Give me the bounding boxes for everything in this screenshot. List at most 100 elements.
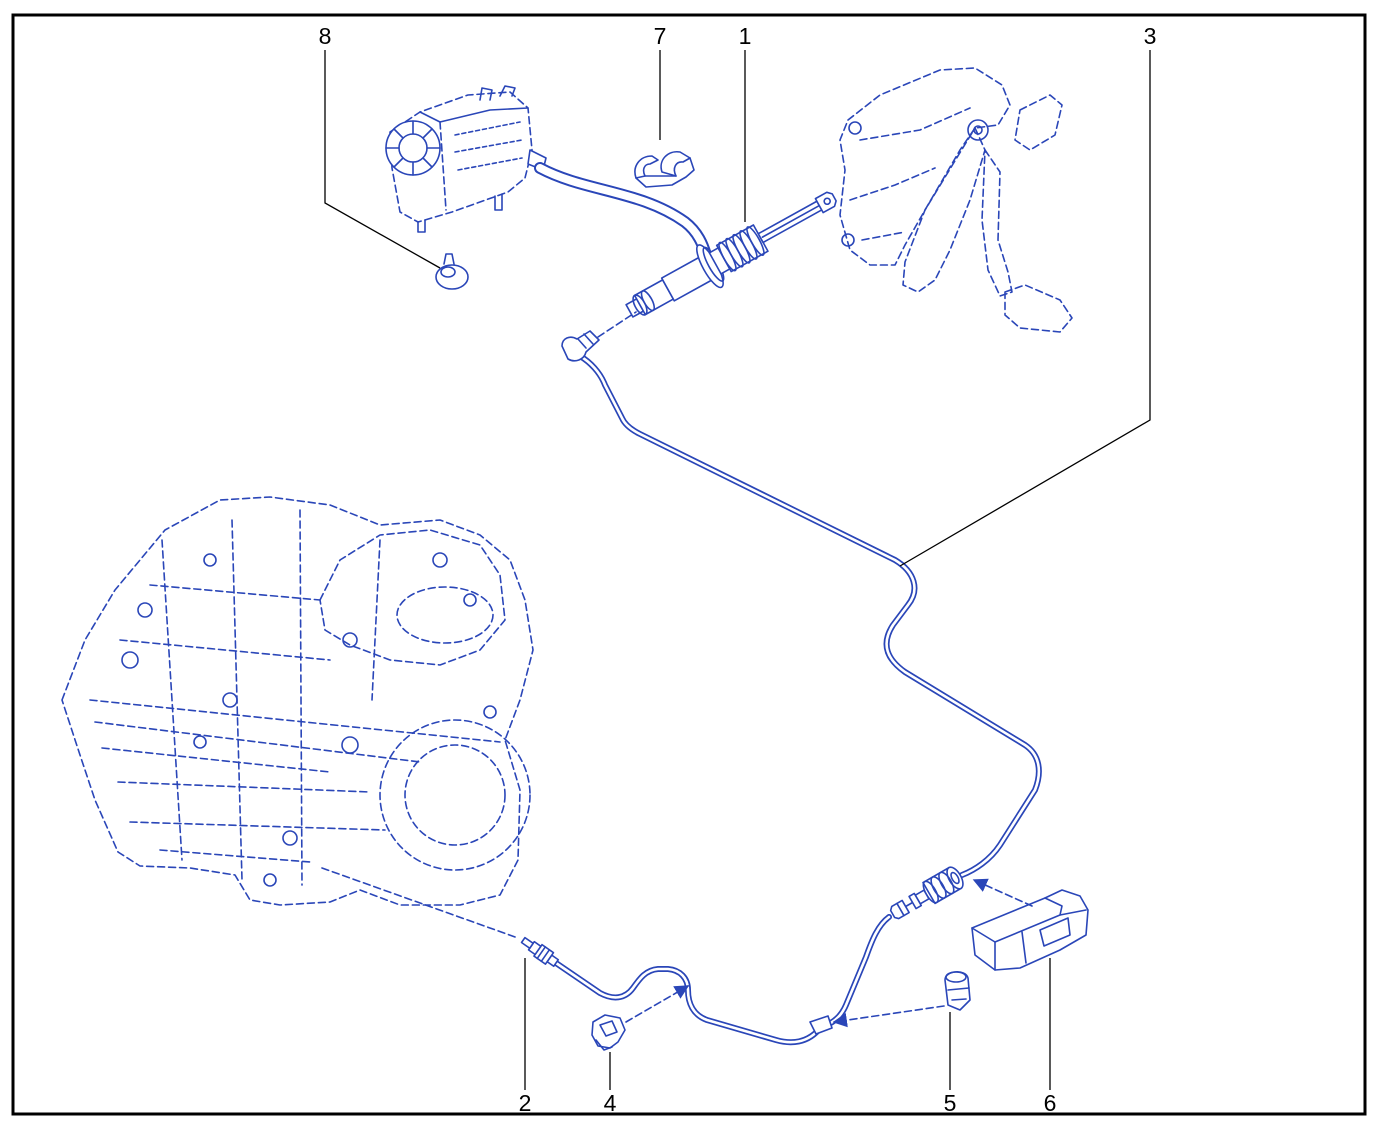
gearbox-bolt [341, 736, 359, 754]
callout-number: 7 [654, 23, 667, 49]
gearbox-rib [129, 821, 386, 831]
gearbox-bolt [222, 692, 238, 708]
gearbox-rib [149, 584, 321, 601]
pipe-bracket [971, 889, 1089, 971]
reservoir-cap-ribs [385, 120, 441, 176]
reservoir-tab [499, 85, 516, 97]
clutch-pedal-arm [981, 149, 1013, 297]
clip-ribs [947, 987, 970, 1001]
hose-clips [634, 150, 695, 188]
gearbox-top-cover [396, 586, 494, 644]
diagram-frame [11, 13, 1367, 1116]
pedal-pivot-pin [973, 125, 983, 135]
pipe-elbow-fitting [561, 330, 600, 362]
callout-number: 6 [1044, 1090, 1057, 1116]
reservoir-top-edge [419, 107, 529, 123]
slave-assembly-line [321, 867, 519, 939]
bellhousing-outer [379, 719, 531, 871]
bracket-assembly-arrow [972, 878, 1033, 907]
gearbox-rib [119, 639, 331, 661]
gearbox-rib [159, 849, 311, 863]
gearbox-web [299, 509, 303, 886]
grommet-flange [435, 264, 469, 290]
gearbox-bolt [432, 552, 448, 568]
pedal-bracket-edge [861, 231, 906, 241]
reservoir-rib [454, 121, 521, 136]
clip-5-assembly-arrow [832, 1005, 945, 1028]
callout-number: 2 [519, 1090, 532, 1116]
lower-pipe-inner [554, 915, 891, 1044]
upper-pedal-pad [1014, 94, 1063, 151]
clip-head [595, 1039, 613, 1051]
gearbox-outline [61, 496, 534, 906]
pipe-clip-5 [944, 971, 971, 1011]
pushrod-centerline [761, 205, 820, 238]
gearbox-rib [117, 781, 371, 793]
supply-hose [534, 162, 712, 261]
pushrod-clevis [814, 191, 837, 214]
clevis-pin-hole [823, 197, 831, 206]
hose-clip [634, 155, 659, 179]
bracket-slot [1039, 917, 1071, 947]
pipe-clip-4 [591, 1014, 626, 1051]
clutch-pedal-pad [1004, 284, 1073, 333]
reservoir-rib [457, 157, 523, 171]
gearbox-rib [101, 747, 331, 773]
callout-numbers: 8 7 1 3 2 4 5 6 [319, 23, 1157, 1116]
supply-hose-inner [536, 164, 710, 259]
boot-rib [746, 226, 765, 256]
grommet [435, 253, 469, 290]
gearbox-bolt [282, 830, 298, 846]
callout-number: 4 [604, 1090, 617, 1116]
callout-number: 3 [1144, 23, 1157, 49]
pedal-bracket-bolt [841, 233, 855, 247]
bracket-fold [971, 909, 1087, 943]
master-cylinder-assembly-line [597, 311, 637, 338]
hydraulic-pipe [577, 353, 1042, 878]
reservoir-tab [479, 87, 493, 101]
gearbox-bolt [137, 602, 153, 618]
assembly-arrows [321, 311, 1033, 1028]
lower-hydraulic-pipe [553, 914, 892, 1046]
callout-number: 5 [944, 1090, 957, 1116]
gearbox-web [371, 539, 381, 701]
clip-slot [599, 1020, 618, 1037]
damper-rib [938, 871, 955, 895]
callout-number: 8 [319, 23, 332, 49]
connector-tip [520, 936, 534, 950]
elbow-nut-lines [577, 333, 594, 349]
reservoir-side-edge [439, 121, 447, 211]
damper-gap [905, 902, 913, 907]
gearbox-web [161, 539, 183, 861]
gearbox-bolt [193, 735, 207, 749]
pedal-bracket-edge [859, 107, 971, 141]
pedal-assembly [839, 67, 1073, 333]
leader-line-8 [324, 50, 441, 269]
damper-nut [908, 892, 923, 910]
clip-top [945, 971, 967, 983]
gearbox-housing-outline [61, 496, 534, 906]
damper-bore [950, 871, 960, 885]
hose-clip [660, 150, 691, 177]
gearbox-rib [94, 721, 421, 763]
pipe-nut-edge [896, 902, 905, 917]
bellhousing-inner [404, 744, 506, 846]
pedal-pivot [967, 119, 989, 141]
bracket-body [971, 889, 1089, 971]
pedal-bracket-bolt [848, 121, 862, 135]
callout-leaders [324, 50, 1151, 1090]
clip-4-assembly-arrow [625, 985, 690, 1023]
bracket-tab [1044, 897, 1063, 916]
gearbox-rib [89, 699, 501, 743]
brake-pedal-arm [902, 127, 986, 293]
connector-nut-flats [536, 946, 551, 963]
gearbox-bolt [203, 553, 217, 567]
gearbox-bolt [342, 632, 358, 648]
hose-clip-edges [635, 157, 695, 188]
gearbox-bolt [121, 651, 139, 669]
reservoir-rib [454, 139, 523, 153]
leader-line-3 [899, 50, 1151, 567]
gearbox-bolt [483, 705, 497, 719]
